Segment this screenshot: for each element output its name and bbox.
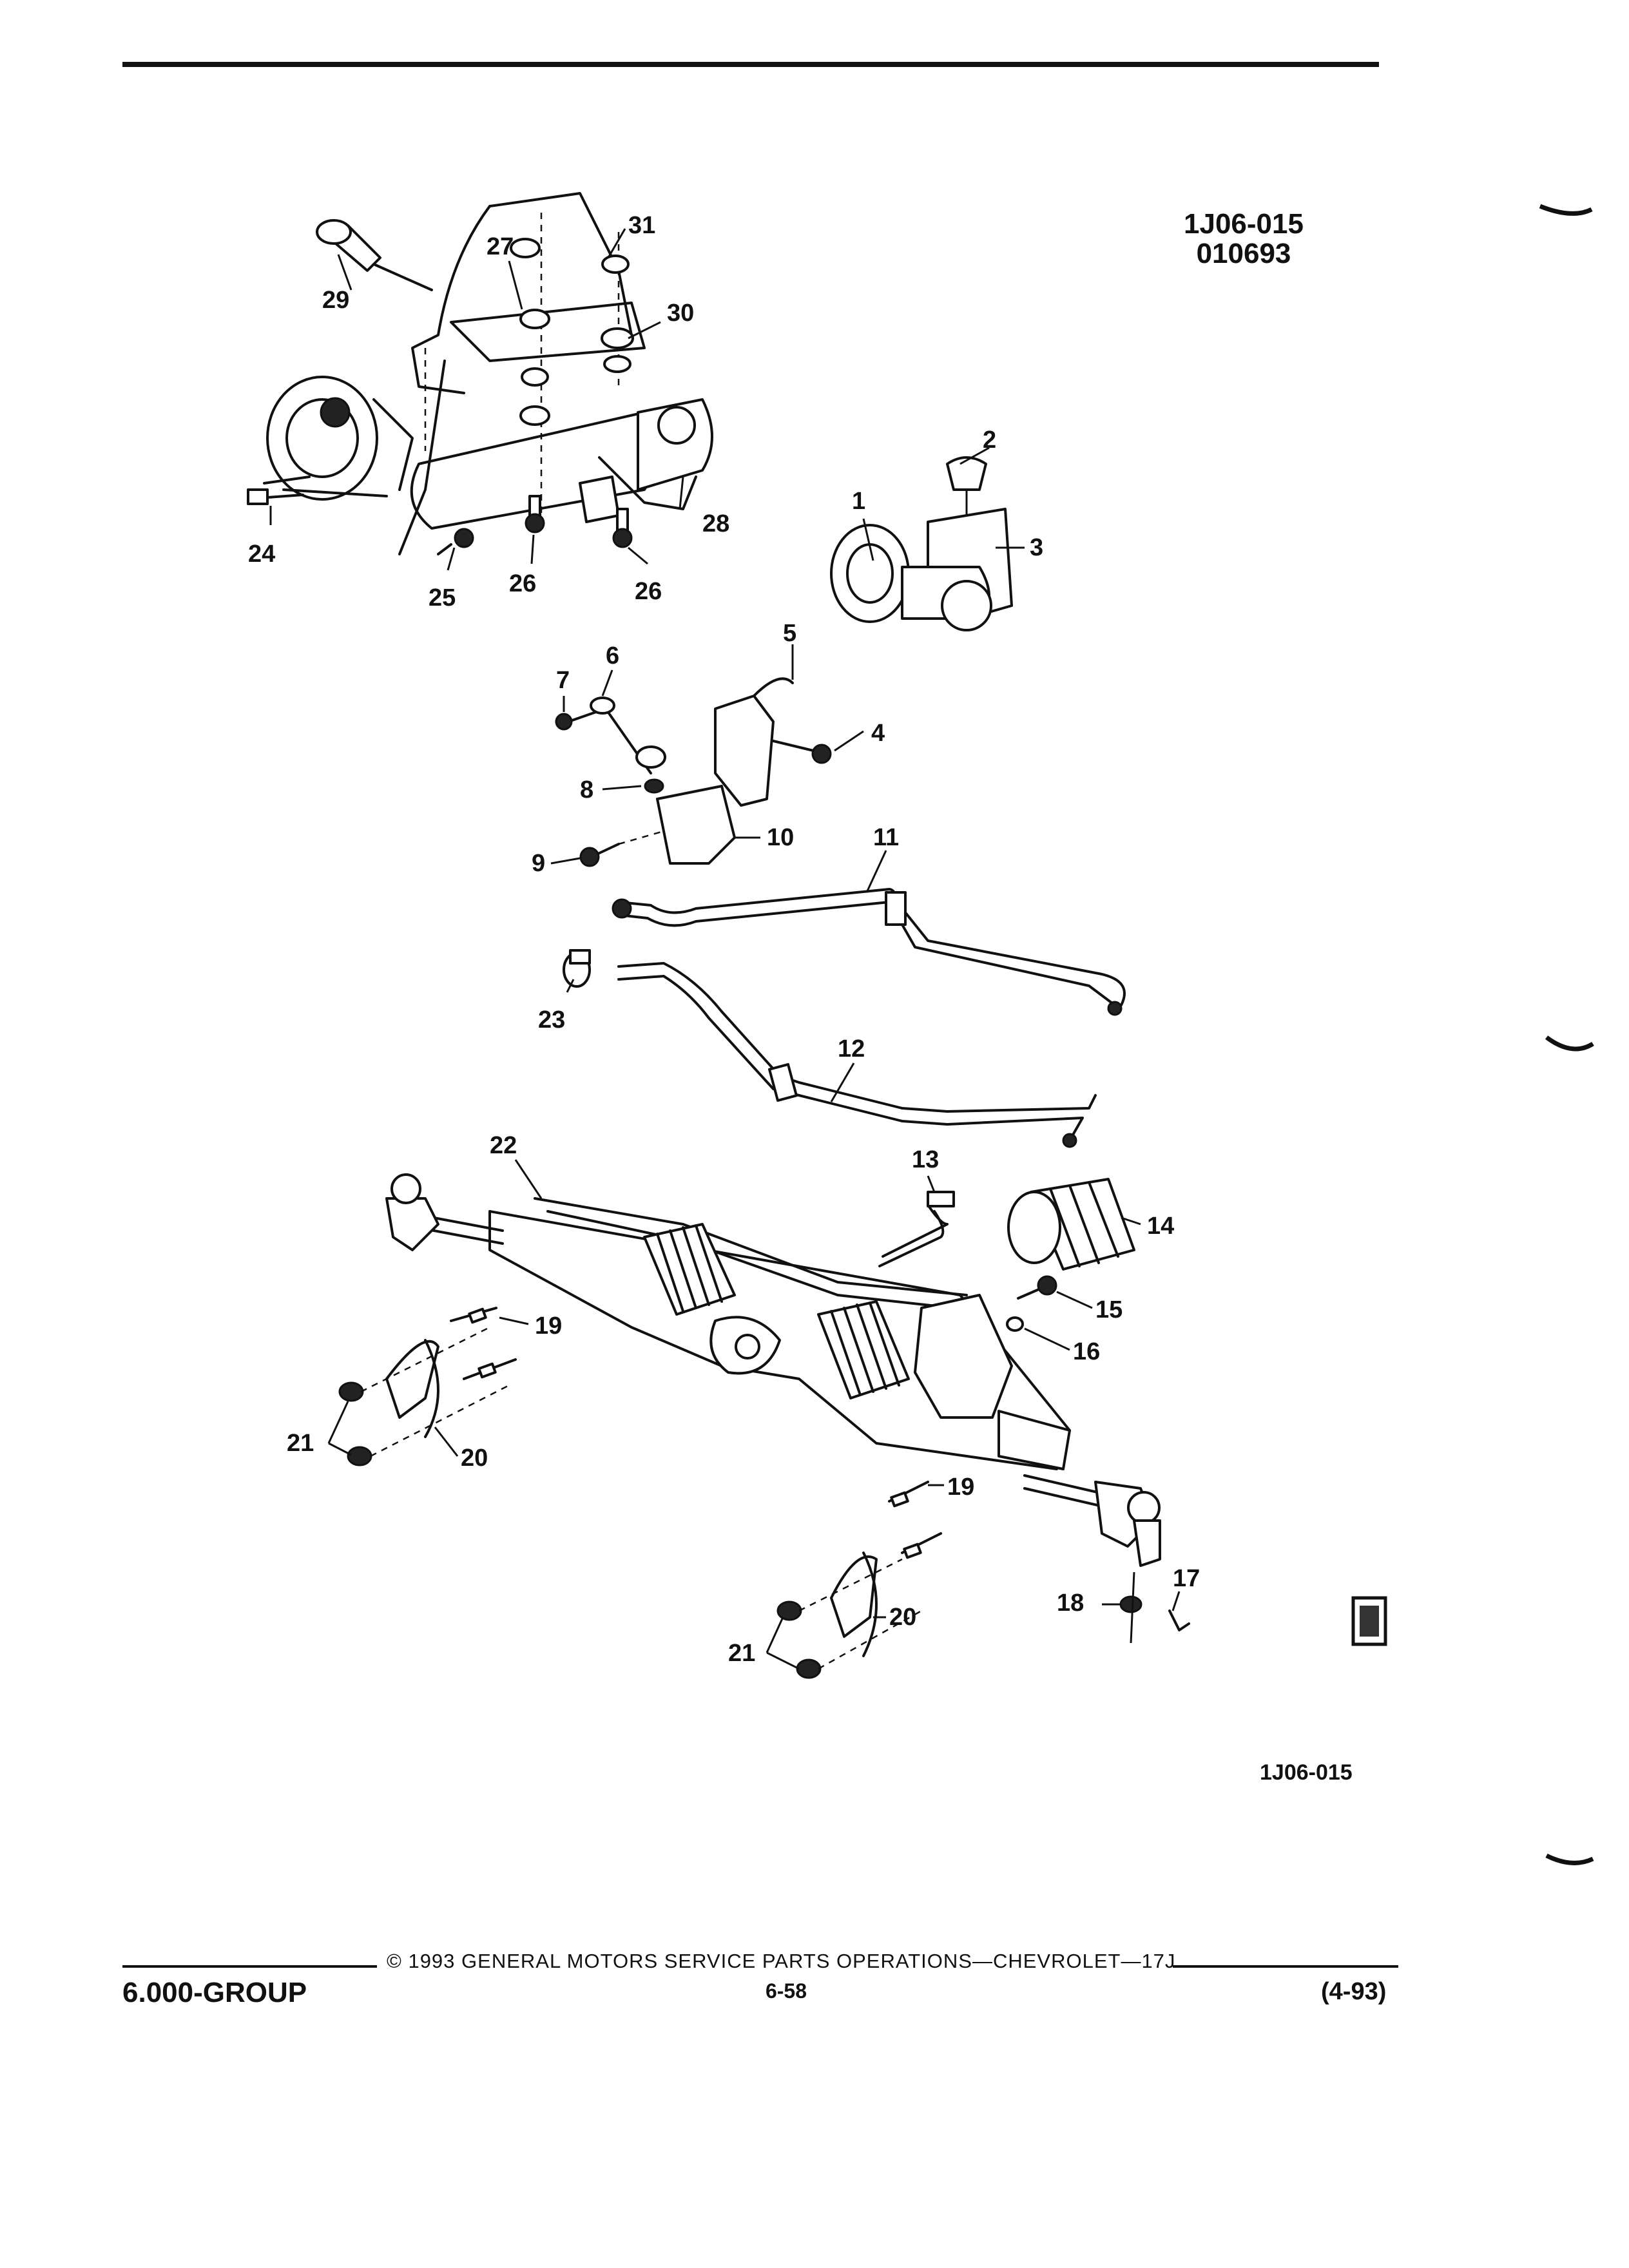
footer-group: 6.000-GROUP	[122, 1977, 307, 2008]
callout-30: 30	[667, 300, 694, 327]
callout-6: 6	[606, 642, 619, 669]
leader-lines	[269, 228, 1181, 1670]
callout-29: 29	[322, 287, 349, 314]
callout-24: 24	[248, 541, 275, 568]
callout-23: 23	[538, 1006, 565, 1033]
figure-code-line1: 1J06-015	[1184, 208, 1304, 240]
callout-21-lower: 21	[728, 1640, 755, 1667]
callout-27: 27	[487, 233, 514, 260]
footer-revision: (4-93)	[1321, 1978, 1387, 2005]
top-rule	[122, 62, 1379, 67]
callout-1: 1	[852, 488, 865, 515]
power-steering-pump	[830, 456, 1013, 631]
pump-brackets	[555, 677, 832, 867]
hoses	[563, 888, 1126, 1148]
callout-9: 9	[532, 850, 545, 877]
callout-12: 12	[838, 1035, 865, 1062]
callout-31: 31	[628, 212, 655, 239]
callout-8: 8	[580, 776, 593, 803]
figure-code-line2: 010693	[1196, 238, 1291, 269]
callout-26-right: 26	[635, 578, 662, 605]
steering-gear-assembly	[385, 1173, 1190, 1644]
callout-11: 11	[873, 824, 899, 851]
callout-19-lower: 19	[947, 1474, 974, 1501]
figure-id-label: 1J06-015	[1260, 1760, 1353, 1785]
gear-mount-clamps	[338, 1307, 942, 1679]
callout-19-upper: 19	[535, 1312, 562, 1340]
callout-21-upper: 21	[287, 1430, 314, 1457]
upper-fasteners	[247, 219, 634, 555]
footer-rule-left	[122, 1965, 377, 1968]
callout-20-upper: 20	[461, 1445, 488, 1472]
callout-numbers: 1 2 3 4 5 6 7 8 9 10 11 12 13 14 15 16 1…	[248, 212, 1200, 1667]
callout-4: 4	[871, 720, 885, 747]
callout-20-lower: 20	[889, 1604, 916, 1631]
callout-15: 15	[1095, 1296, 1123, 1323]
footer-page-number: 6-58	[765, 1979, 807, 2003]
callout-18: 18	[1057, 1590, 1084, 1617]
figure-code: 1J06-015 010693	[1160, 209, 1327, 269]
callout-26-left: 26	[509, 570, 536, 597]
callout-5: 5	[783, 620, 796, 647]
callout-22: 22	[490, 1132, 517, 1159]
callout-25: 25	[429, 584, 456, 611]
callout-2: 2	[983, 427, 996, 454]
footer-copyright: © 1993 GENERAL MOTORS SERVICE PARTS OPER…	[387, 1950, 1176, 1972]
gm-spo-logo	[1351, 1596, 1387, 1646]
callout-17: 17	[1173, 1565, 1200, 1592]
callout-14: 14	[1147, 1213, 1174, 1240]
callout-13: 13	[912, 1146, 939, 1173]
binding-marks	[1539, 204, 1594, 1865]
callout-3: 3	[1030, 534, 1043, 561]
footer-rule-right	[1173, 1965, 1398, 1968]
steering-column-assembly	[263, 192, 713, 555]
callout-7: 7	[556, 667, 570, 694]
callout-16: 16	[1073, 1338, 1100, 1365]
callout-28: 28	[702, 510, 729, 537]
callout-10: 10	[767, 824, 794, 851]
